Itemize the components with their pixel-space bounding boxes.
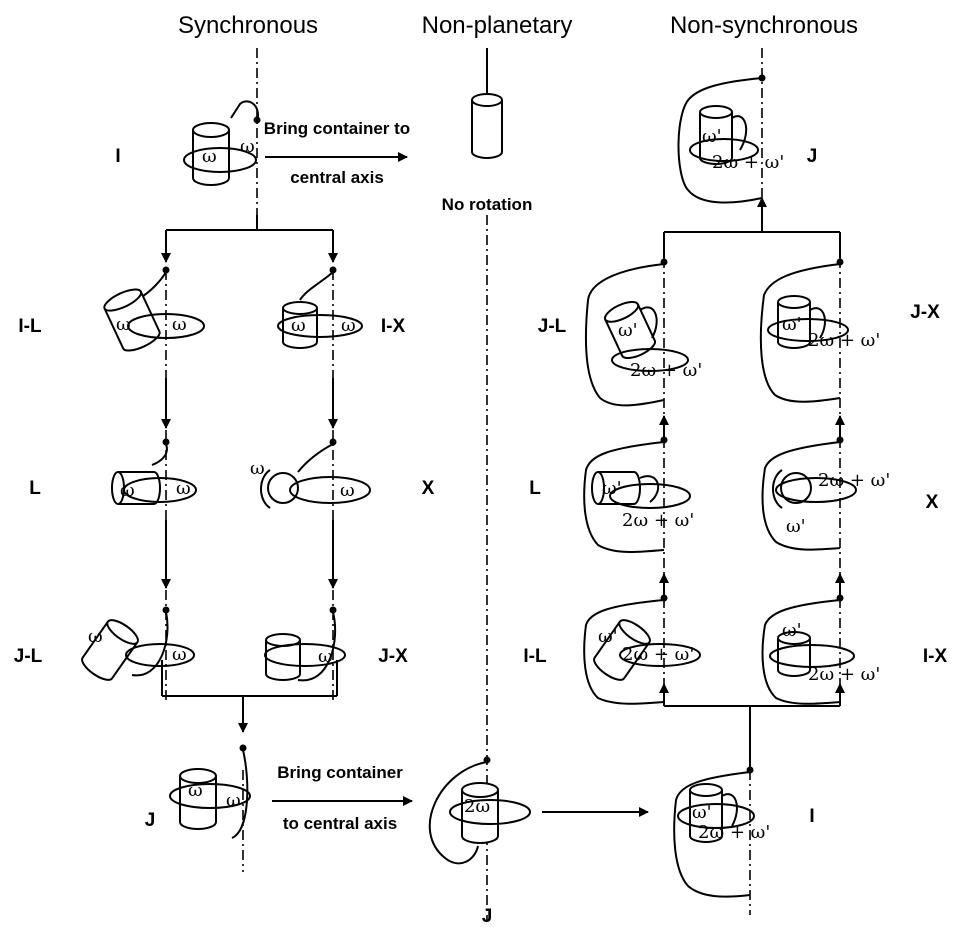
nonsync-label-top: J: [807, 146, 818, 167]
nonsync-label-row1-left: J-L: [538, 316, 567, 337]
sync-x-omega: ω: [250, 458, 265, 479]
nonsync-x-orbit: 2ω + ω': [818, 470, 890, 491]
sync-il-omega-orbit: ω: [172, 314, 187, 335]
nonsync-x-omega-prime: ω': [786, 516, 806, 537]
nonsync-top-unit: ω' 2ω + ω': [678, 75, 784, 203]
sync-ix-omega: ω: [291, 315, 306, 336]
nonsync-il-unit: ω' 2ω + ω': [584, 595, 700, 704]
sync-label-top: I: [115, 146, 120, 167]
sync-ix-omega-orbit: ω: [341, 315, 356, 336]
sync-label-row2-left: L: [29, 478, 41, 499]
sync-x-unit: ω ω: [250, 439, 370, 509]
nonsync-label-bottom: I: [809, 806, 814, 827]
caption-bring-top-2: central axis: [290, 168, 384, 187]
nonsync-jl-orbit: 2ω + ω': [630, 360, 702, 381]
header-non-synchronous: Non-synchronous: [670, 12, 858, 39]
sync-label-row3-right: J-X: [378, 646, 408, 667]
nonsync-l-omega-prime: ω': [602, 478, 622, 499]
sync-label-row1-right: I-X: [381, 316, 406, 337]
nonsync-l-unit: ω' 2ω + ω': [584, 437, 694, 553]
caption-bring-bottom-2: to central axis: [283, 814, 397, 833]
nonplanetary-label-bottom: J: [482, 906, 493, 927]
sync-ix-unit: ω ω: [278, 267, 362, 349]
nonsync-jx-unit: ω' 2ω + ω': [761, 259, 880, 402]
nonsync-label-row1-right: J-X: [910, 302, 940, 323]
sync-l-omega-orbit: ω: [176, 478, 191, 499]
nonsync-il-orbit: 2ω + ω': [622, 644, 694, 665]
sync-top-omega-orbit: ω: [240, 136, 255, 157]
caption-bring-bottom-1: Bring container: [277, 763, 403, 782]
sync-label-row2-right: X: [422, 478, 435, 499]
caption-bring-top-1: Bring container to: [264, 119, 410, 138]
nonsync-ix-orbit: 2ω + ω': [808, 664, 880, 685]
nonsync-top-orbit: 2ω + ω': [712, 152, 784, 173]
nonsync-jx-orbit: 2ω + ω': [808, 330, 880, 351]
sync-jl-omega-orbit: ω: [172, 644, 187, 665]
sync-il-unit: ω ω: [102, 267, 204, 355]
sync-il-omega: ω: [116, 314, 131, 335]
nonsync-label-row2-left: L: [529, 478, 541, 499]
sync-top-unit: ω ω: [184, 101, 261, 185]
caption-no-rotation: No rotation: [442, 195, 533, 214]
nonsync-jl-unit: ω' 2ω + ω': [586, 259, 702, 406]
nonsync-ix-omega-prime: ω': [782, 620, 802, 641]
nonsync-label-row2-right: X: [926, 492, 939, 513]
header-non-planetary: Non-planetary: [422, 12, 573, 39]
nonplanetary-top-unit: [472, 48, 502, 158]
nonsync-l-orbit: 2ω + ω': [622, 510, 694, 531]
nonsync-x-unit: 2ω + ω' ω': [763, 437, 891, 550]
sync-x-omega-orbit: ω: [340, 480, 355, 501]
sync-l-omega: ω: [120, 480, 135, 501]
central-axes: [166, 48, 840, 920]
sync-bottom-omega: ω: [188, 780, 203, 801]
sync-jl-unit: ω ω: [79, 607, 194, 685]
sync-l-unit: ω ω: [112, 439, 196, 505]
nonsync-bottom-unit: ω' 2ω + ω': [674, 767, 770, 897]
nonsync-bottom-omega-prime: ω': [692, 802, 712, 823]
nonplanetary-bottom-unit: 2ω: [430, 757, 530, 864]
header-synchronous: Synchronous: [178, 12, 318, 39]
nonplanetary-two-omega: 2ω: [464, 796, 490, 817]
sync-label-row1-left: I-L: [18, 316, 42, 337]
sync-label-row3-left: J-L: [14, 646, 43, 667]
sync-label-bottom: J: [145, 810, 156, 831]
sync-top-omega: ω: [202, 146, 217, 167]
nonsync-jl-omega-prime: ω': [618, 320, 638, 341]
nonsync-il-omega-prime: ω': [598, 626, 618, 647]
nonsync-top-omega-prime: ω': [702, 126, 722, 147]
nonsync-ix-unit: ω' 2ω + ω': [763, 595, 881, 704]
sync-jx-omega-orbit: ω: [318, 646, 333, 667]
nonsync-jx-omega-prime: ω': [782, 314, 802, 335]
sync-bottom-omega-orbit: ω: [226, 790, 241, 811]
nonsync-bottom-orbit: 2ω + ω': [698, 822, 770, 843]
sync-jl-omega: ω: [88, 626, 103, 647]
nonsync-label-row3-left: I-L: [523, 646, 547, 667]
sync-bottom-unit: ω ω: [170, 745, 250, 839]
nonsync-label-row3-right: I-X: [923, 646, 948, 667]
